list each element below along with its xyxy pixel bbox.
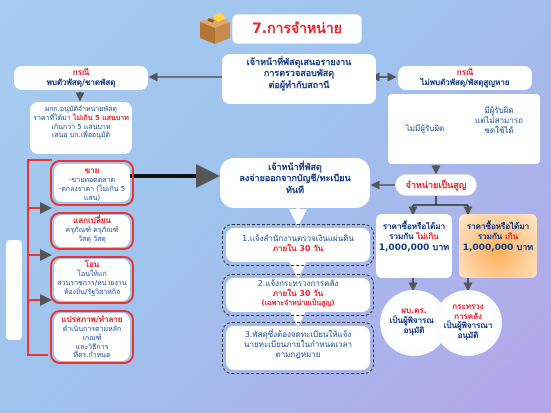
exchange-line-2: วัสดุ วัสดุ [78, 234, 106, 243]
center-top-box: เจ้าหน้าที่พัสดุเสนอรายงาน การตรวจสอบพัส… [222, 54, 376, 104]
step2-note: (เฉพาะจำหน่ายเป็นสูญ) [261, 299, 335, 307]
convert-head: แปรสภาพ/ทำลาย [61, 315, 123, 324]
center-top-line-2: การตรวจสอบพัสดุ [263, 69, 335, 80]
price-low-box: ราคาซื้อหรือได้มา รวมกัน ไม่เกิน 1,000,0… [376, 214, 452, 278]
exchange-line-1: ครุภัณฑ์ ครุภัณฑ์ [65, 226, 119, 234]
sell-line-1: -ขายทอดตลาด [68, 176, 116, 184]
note-line-1: ผกก.อนุมัติจำหน่ายพัสดุ [45, 105, 117, 113]
approve-high-line-2: เป็นผู้พิจารณา [443, 321, 493, 331]
step2-text: 2.แจ้งกระทรวงการคลัง [257, 279, 339, 288]
step1-deadline: ภายใน 30 วัน [272, 244, 324, 253]
price-high-line-2a: รวมกัน [477, 232, 503, 242]
sell-head: ขาย [84, 166, 100, 175]
sell-line-2: -ตกลงราคา (ไม่เกิน 5 แสน) [58, 184, 126, 202]
side-label-box [6, 240, 22, 340]
note-line-3: เกินกว่า 5 แสนบาท [51, 122, 111, 131]
center-mid-line-3: ทันที [285, 185, 305, 196]
transfer-frame [50, 256, 134, 304]
approve-high-cloud: กระทรวง การคลัง เป็นผู้พิจารณา อนุมัติ [434, 290, 502, 356]
right-case-text: ไม่พบตัวพัสดุ/พัสดุสูญหาย [420, 78, 510, 87]
exchange-head: แลกเปลี่ยน [73, 216, 111, 225]
page-title: 7.การจำหน่าย [252, 21, 342, 37]
note-line-4: เสนอ บก.เพื่ออนุมัติ [51, 131, 111, 140]
write-off-badge: จำหน่ายเป็นสูญ [395, 174, 477, 196]
sell-box: ขาย -ขายทอดตลาด -ตกลงราคา (ไม่เกิน 5 แสน… [54, 164, 130, 202]
step2-frame [222, 274, 374, 316]
step3-box: 3.พัสดุซึ่งต้องจดทะเบียนให้แจ้ง นายทะเบี… [226, 326, 370, 370]
transfer-head: โอน [84, 260, 100, 269]
convert-box: แปรสภาพ/ทำลาย ดำเนินการตามหลักเกณฑ์ และว… [54, 313, 130, 361]
page-title-box: 7.การจำหน่าย [232, 14, 362, 44]
price-low-line-2b: ไม่เกิน [416, 232, 439, 242]
exchange-box: แลกเปลี่ยน ครุภัณฑ์ ครุภัณฑ์ วัสดุ วัสดุ [54, 215, 130, 247]
step3-line-2: นายทะเบียนภายในกำหนดเวลา [244, 340, 352, 349]
approve-high-line-3: อนุมัติ [457, 330, 479, 340]
note-line-2b: ไม่เกิน 5 แสนบาท [72, 113, 129, 122]
convert-line-2: และวิธีการ [75, 342, 109, 351]
approve-low-line-2: เป็นผู้พิจารณา [389, 316, 439, 325]
approve-high-line-1: กระทรวง [452, 302, 484, 311]
left-case-box: กรณี พบตัวพัสดุ/ชาดพัสดุ [14, 66, 148, 90]
approve-low-line-3: อนุมัติ [403, 326, 425, 335]
left-case-text: พบตัวพัสดุ/ชาดพัสดุ [46, 78, 116, 87]
price-low-line-1: ราคาซื้อหรือได้มา [382, 222, 446, 231]
price-high-line-1: ราคาซื้อหรือได้มา [466, 222, 530, 231]
step3-line-1: 3.พัสดุซึ่งต้องจดทะเบียนให้แจ้ง [244, 330, 352, 339]
resp-line-2: แต่ไม่สามารถ [475, 116, 523, 125]
sell-frame [50, 160, 134, 206]
right-case-label: กรณี [456, 68, 474, 77]
exchange-frame [50, 212, 134, 250]
responsible-unable: มีผู้รับผิด แต่ไม่สามารถ ชดใช้ได้ [464, 106, 534, 136]
left-approve-note: ผกก.อนุมัติจำหน่ายพัสดุ ราคาที่ได้มา ไม่… [30, 102, 132, 154]
step1-text: 1.แจ้งสำนักงานตรวจเงินแผ่นดิน [242, 234, 354, 243]
step1-frame [222, 224, 374, 266]
step3-line-3: ตามกฎหมาย [275, 350, 321, 359]
responsibility-panel: ไม่มีผู้รับผิด มีผู้รับผิด แต่ไม่สามารถ … [388, 94, 540, 164]
center-mid-line-1: เจ้าหน้าที่พัสดุ [268, 163, 322, 173]
no-responsible-text: ไม่มีผู้รับผิด [405, 124, 445, 133]
note-line-2a: ราคาที่ได้มา [33, 113, 71, 122]
transfer-line-3: ท้องถิ่น/รัฐวิสาหกิจ [63, 287, 121, 296]
right-case-box: กรณี ไม่พบตัวพัสดุ/พัสดุสูญหาย [398, 66, 532, 90]
resp-line-3: ชดใช้ได้ [484, 126, 514, 135]
package-box-icon [196, 12, 234, 46]
step2-deadline: ภายใน 30 วัน [272, 289, 324, 298]
price-low-line-2a: รวมกัน [389, 232, 414, 242]
price-high-box: ราคาซื้อหรือได้มา รวมกัน เกิน 1,000,000 … [459, 214, 537, 278]
left-bracket [27, 159, 52, 356]
transfer-line-1: โอนให้แก่ [77, 270, 107, 278]
price-high-line-3: 1,000,000 บาท [462, 242, 534, 253]
convert-frame [50, 310, 134, 364]
left-case-label: กรณี [72, 68, 90, 77]
convert-line-3: ที่ตร.กำหนด [73, 351, 111, 360]
center-mid-line-2: ลงจ่ายออกจากบัญชี/ทะเบียน [239, 174, 351, 185]
price-high-line-2b: เกิน [505, 232, 519, 242]
approve-high-line-1b: การคลัง [454, 311, 482, 321]
no-responsible: ไม่มีผู้รับผิด [394, 116, 456, 135]
transfer-line-2: ส่วนราชการ/หน่วยงาน [57, 278, 127, 287]
center-top-line-3: ต่อผู้ทำกับสถานี [268, 80, 330, 91]
center-mid-box: เจ้าหน้าที่พัสดุ ลงจ่ายออกจากบัญชี/ทะเบี… [220, 158, 370, 208]
write-off-text: จำหน่ายเป็นสูญ [405, 181, 467, 191]
step2-box: 2.แจ้งกระทรวงการคลัง ภายใน 30 วัน (เฉพาะ… [226, 278, 370, 312]
convert-line-1: ดำเนินการตามหลักเกณฑ์ [62, 325, 122, 342]
step3-frame [222, 322, 374, 374]
transfer-box: โอน โอนให้แก่ ส่วนราชการ/หน่วยงาน ท้องถิ… [54, 259, 130, 301]
resp-line-1: มีผู้รับผิด [484, 106, 514, 115]
step1-box: 1.แจ้งสำนักงานตรวจเงินแผ่นดิน ภายใน 30 ว… [226, 228, 370, 262]
price-low-line-3: 1,000,000 บาท [378, 242, 450, 253]
center-top-line-1: เจ้าหน้าที่พัสดุเสนอรายงาน [246, 58, 352, 68]
approve-low-line-1: ผบ.ตร. [401, 306, 427, 315]
